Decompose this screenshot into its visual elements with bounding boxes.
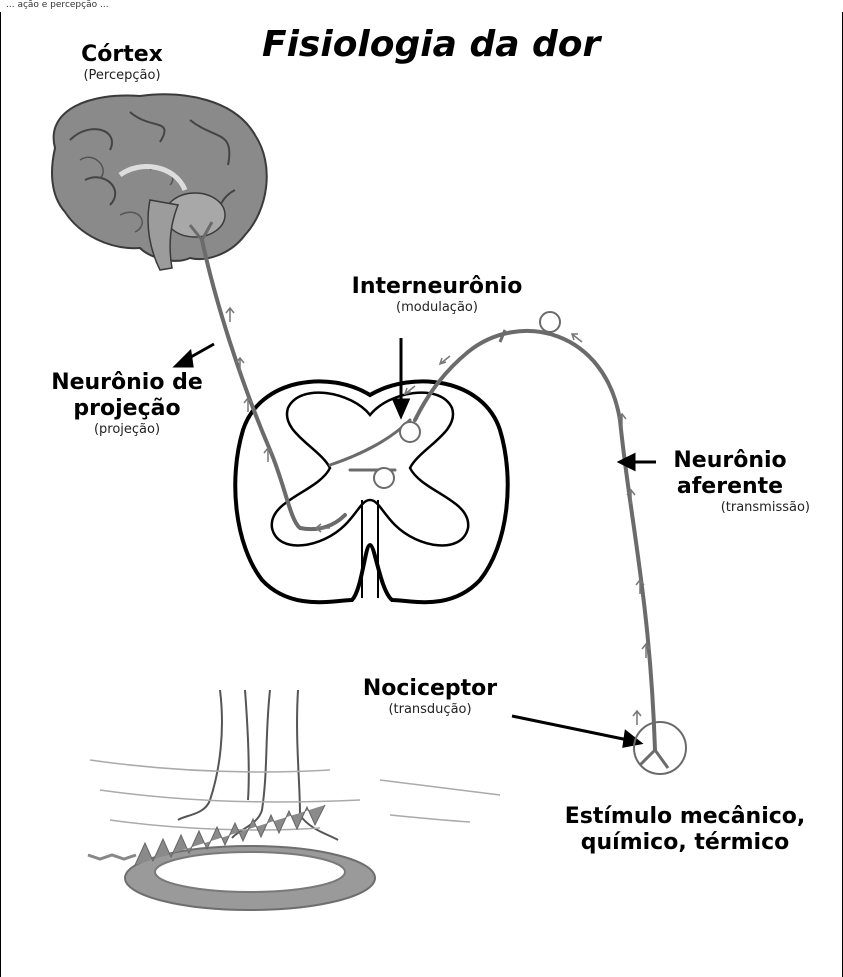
diagram-title: Fisiologia da dor [262,24,600,65]
stimulus-label: Estímulo mecânico, químico, térmico [535,804,835,856]
projection-label: Neurônio de projeção (projeção) [2,370,252,438]
cortex-name: Córtex [62,42,182,68]
stimulus-line2: químico, térmico [535,830,835,856]
bear-trap-illustration [88,805,375,910]
nociceptor-name: Nociceptor [340,676,520,702]
projection-name-line2: projeção [2,396,252,422]
stimulus-line1: Estímulo mecânico, [535,804,835,830]
projection-role: (projeção) [2,422,252,438]
projection-name-line1: Neurônio de [2,370,252,396]
interneuron-name: Interneurônio [322,274,552,300]
afferent-name-line2: aferente [650,474,810,500]
interneuron-role: (modulação) [322,300,552,316]
nociceptor-ending [634,722,686,774]
cortex-label: Córtex (Percepção) [62,42,182,84]
cortex-role: (Percepção) [62,68,182,84]
nociceptor-label: Nociceptor (transdução) [340,676,520,718]
afferent-label: Neurônio aferente (transmissão) [650,448,810,516]
spinal-cord-cross-section [235,381,507,602]
interneuron-label: Interneurônio (modulação) [322,274,552,316]
afferent-name-line1: Neurônio [650,448,810,474]
brain-illustration [52,94,267,270]
afferent-role: (transmissão) [650,500,810,516]
nociceptor-role: (transdução) [340,702,520,718]
